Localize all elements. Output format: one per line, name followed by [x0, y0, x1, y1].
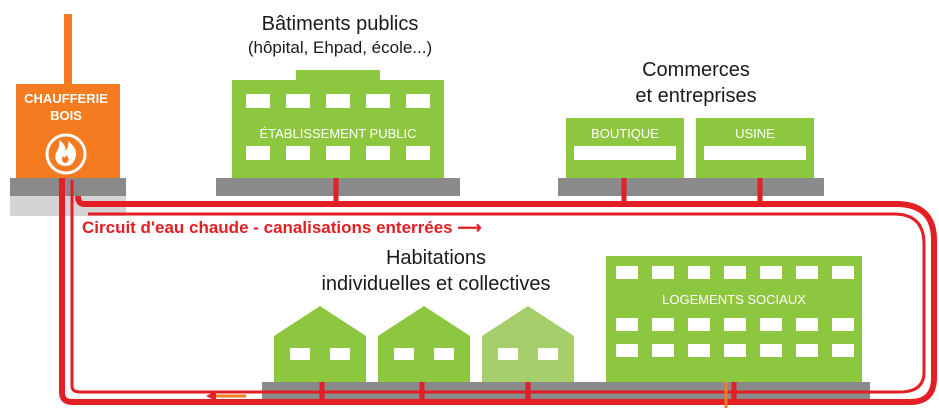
circuit-outer-pipe — [59, 178, 937, 405]
window — [652, 266, 674, 279]
public-building — [232, 70, 444, 178]
window — [832, 318, 854, 331]
window — [760, 344, 782, 357]
housing-caption: Habitations individuelles et collectives — [286, 246, 586, 296]
factory-building — [696, 118, 814, 178]
window — [246, 146, 270, 160]
shop-building — [566, 118, 684, 178]
window — [688, 344, 710, 357]
boiler-ground — [10, 178, 126, 196]
window — [688, 266, 710, 279]
window — [688, 318, 710, 331]
window — [326, 146, 350, 160]
flame-icon-inner — [62, 155, 69, 163]
window — [366, 94, 390, 108]
hot-water-circuit — [59, 178, 937, 408]
business-subtitle: et entreprises — [635, 85, 757, 107]
factory-label: USINE — [735, 126, 775, 141]
window — [796, 266, 818, 279]
window — [724, 318, 746, 331]
window — [406, 146, 430, 160]
window — [616, 266, 638, 279]
circuit-inner-pipe — [70, 180, 926, 394]
window — [724, 344, 746, 357]
window — [760, 318, 782, 331]
boiler-label-line1: CHAUFFERIE — [24, 91, 108, 106]
business-title: Commerces — [642, 59, 750, 81]
public-buildings-title: Bâtiments publics — [261, 13, 419, 35]
public-buildings-caption: Bâtiments publics (hôpital, Ehpad, école… — [222, 12, 458, 58]
circuit-label: Circuit d'eau chaude - canalisations ent… — [82, 218, 482, 237]
window — [366, 146, 390, 160]
window — [832, 266, 854, 279]
public-building-label: ÉTABLISSEMENT PUBLIC — [259, 126, 416, 141]
housing-subtitle: individuelles et collectives — [321, 273, 551, 295]
return-flow-arrow — [206, 391, 246, 401]
window — [616, 344, 638, 357]
window — [832, 344, 854, 357]
public-buildings-subtitle: (hôpital, Ehpad, école...) — [247, 38, 433, 57]
window — [286, 94, 310, 108]
window — [326, 94, 350, 108]
window — [652, 318, 674, 331]
social-housing-windows — [616, 266, 854, 357]
flame-icon-ring — [45, 133, 87, 175]
window — [406, 94, 430, 108]
social-housing-building — [606, 256, 862, 382]
business-ground — [558, 178, 824, 196]
house-1 — [274, 306, 366, 382]
wood-boiler — [16, 14, 120, 178]
boiler-label-line2: BOIS — [50, 108, 82, 123]
window — [724, 266, 746, 279]
window — [796, 318, 818, 331]
social-housing-label: LOGEMENTS SOCIAUX — [662, 292, 806, 307]
flame-icon — [55, 140, 77, 166]
window — [796, 344, 818, 357]
shop-label: BOUTIQUE — [591, 126, 659, 141]
boiler-chimney — [64, 14, 72, 88]
window — [286, 146, 310, 160]
window — [760, 266, 782, 279]
window — [616, 318, 638, 331]
window — [246, 94, 270, 108]
window — [652, 344, 674, 357]
house-2 — [378, 306, 470, 382]
business-caption: Commerces et entreprises — [596, 58, 796, 108]
housing-title: Habitations — [385, 247, 487, 269]
public-building-windows — [246, 94, 430, 160]
house-3 — [482, 306, 574, 382]
